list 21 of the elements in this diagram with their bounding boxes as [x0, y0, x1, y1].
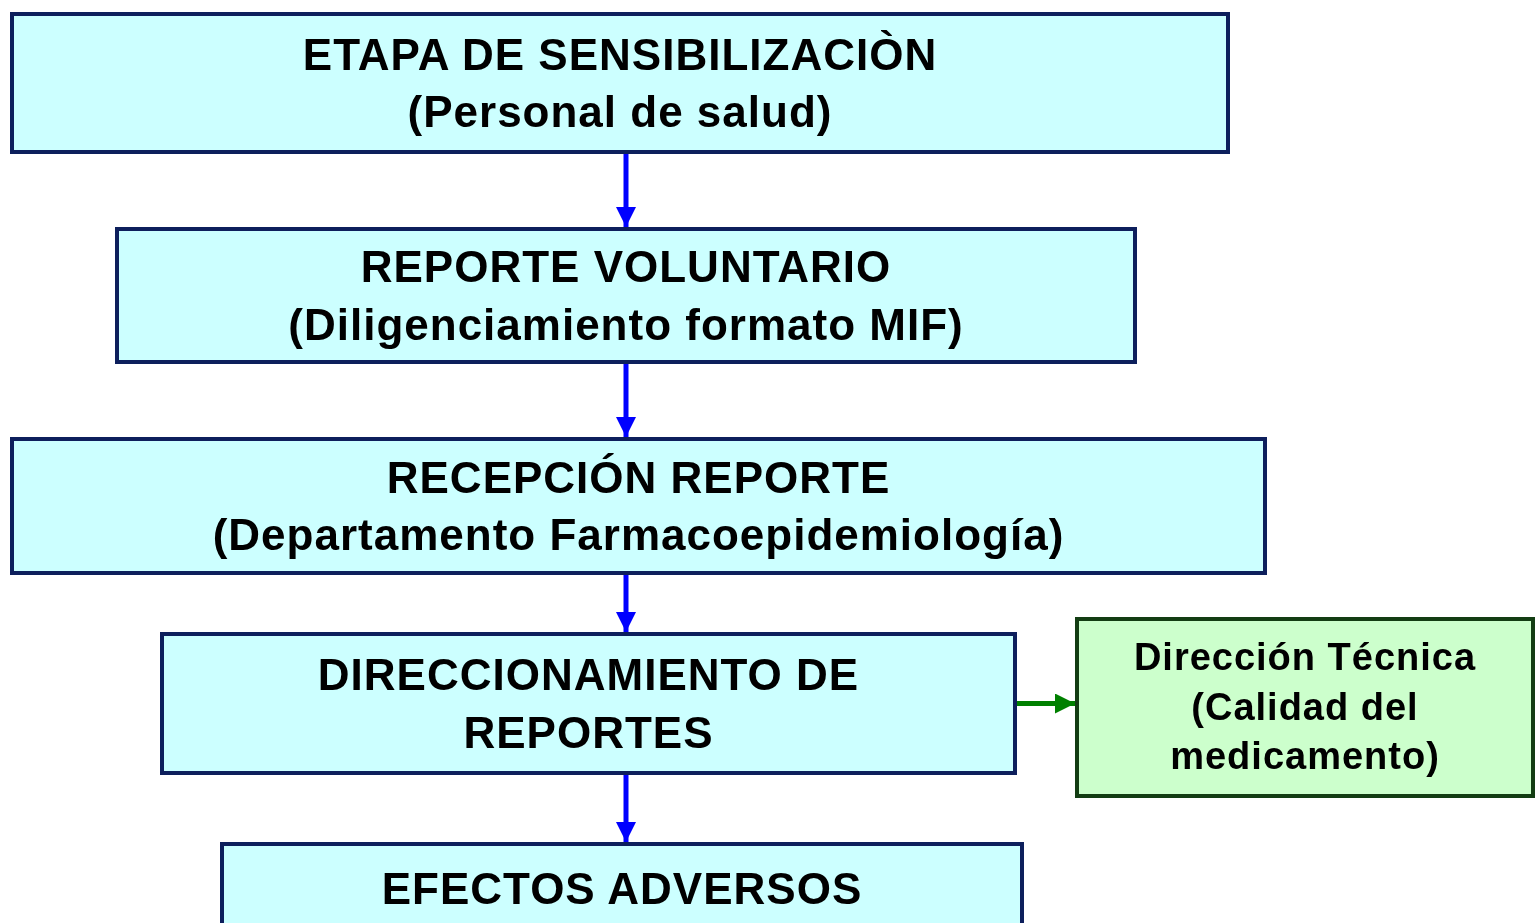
process-box	[115, 227, 1137, 364]
node-text: (Diligenciamiento formato MIF)	[288, 298, 964, 351]
arrow	[616, 364, 636, 437]
process-box	[10, 12, 1230, 154]
process-box	[10, 437, 1267, 575]
node-text: EFECTOS ADVERSOS	[381, 863, 863, 915]
side-process-box	[1075, 617, 1535, 798]
node-text: RECEPCIÓN REPORTE	[386, 451, 891, 504]
arrow	[1017, 693, 1075, 714]
node-text: (Departamento Farmacoepidemiología)	[212, 509, 1065, 561]
process-box	[160, 632, 1017, 775]
process-box	[220, 842, 1024, 923]
node-text: ETAPA DE SENSIBILIZACIÒN	[302, 28, 938, 81]
arrow	[616, 154, 636, 227]
node-text: REPORTE VOLUNTARIO	[360, 241, 892, 294]
node-text: (Personal de salud)	[407, 86, 833, 138]
node-text: DIRECCIONAMIENTO DE REPORTES	[316, 649, 861, 759]
arrow	[616, 775, 636, 842]
node-text: Dirección Técnica	[1133, 635, 1477, 681]
node-text: (Calidad del medicamento)	[1169, 684, 1441, 780]
arrow	[616, 575, 636, 632]
